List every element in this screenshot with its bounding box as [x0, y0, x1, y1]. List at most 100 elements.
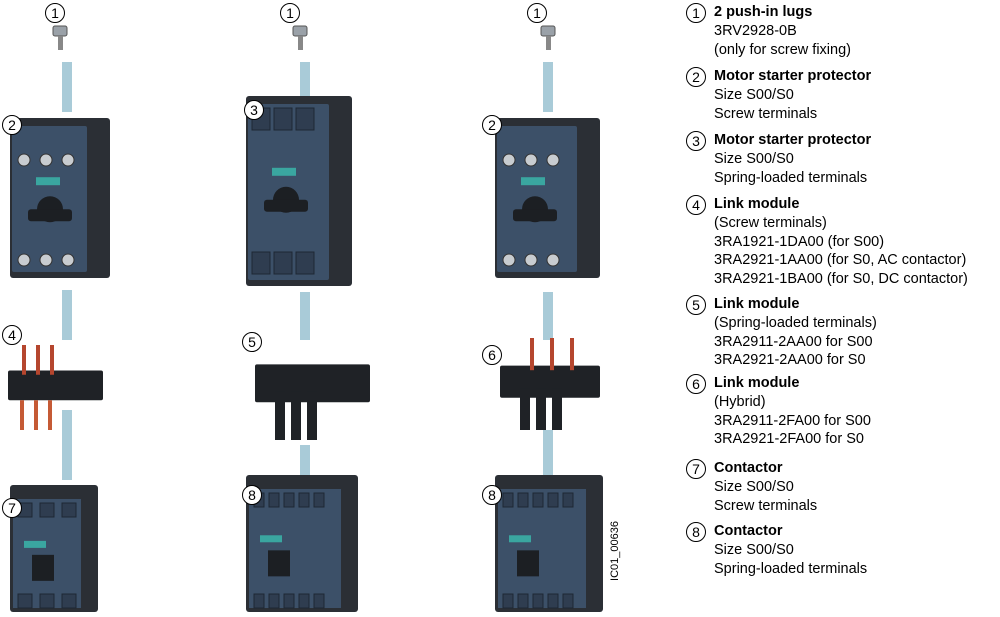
terminal-icon: [283, 593, 295, 609]
spring-terminal-icon: [295, 251, 315, 275]
siemens-logo: [260, 535, 282, 543]
rotary-knob-icon: [264, 199, 308, 212]
legend-text: 2 push-in lugs 3RV2928-0B (only for screw …: [714, 3, 851, 59]
siemens-logo: [24, 540, 46, 548]
link-leg: [520, 388, 530, 430]
legend-title: Link module: [714, 375, 800, 391]
terminal-icon: [61, 502, 77, 518]
terminal-icon: [268, 492, 280, 508]
legend-line: Screw terminals: [714, 105, 818, 122]
legend-line: 3RA1921-1DA00 (for S00): [714, 233, 885, 250]
callout-col1-2: 2: [2, 115, 22, 135]
link-leg: [552, 388, 562, 430]
push-in-lug-icon: [298, 36, 303, 50]
terminal-icon: [547, 492, 559, 508]
legend-line: Spring-loaded terminals: [714, 169, 868, 186]
connector-bar: [62, 62, 72, 112]
terminal-icon: [39, 502, 55, 518]
legend-line: Spring-loaded terminals: [714, 560, 868, 577]
screw-terminal-icon: [546, 153, 560, 167]
connector-bar: [543, 62, 553, 112]
callout-col1-1: 1: [45, 3, 65, 23]
connector-bar: [300, 292, 310, 340]
contactor-front: [498, 489, 586, 608]
terminal-icon: [547, 593, 559, 609]
legend-text: Link module (Screw terminals) 3RA1921-1DA0…: [714, 195, 968, 289]
legend-text: Link module(Spring-loaded terminals)3RA2…: [714, 295, 877, 370]
screw-terminal-icon: [502, 153, 516, 167]
terminal-icon: [268, 593, 280, 609]
legend-callout: 1: [686, 3, 706, 23]
connector-bar: [62, 290, 72, 340]
terminal-icon: [562, 593, 574, 609]
callout-col2-3: 3: [244, 100, 264, 120]
legend-line: 3RA2921-1AA00 (for S0, AC contactor): [714, 252, 967, 269]
legend-callout: 3: [686, 131, 706, 151]
legend-title: 2 push-in lugs: [714, 4, 813, 20]
legend-line: Size S00/S0: [714, 478, 794, 495]
legend-line: (Hybrid): [714, 393, 766, 410]
spring-terminal-icon: [273, 107, 293, 131]
terminal-icon: [313, 492, 325, 508]
terminal-icon: [562, 492, 574, 508]
link-pin: [50, 345, 54, 375]
push-in-lug-icon: [540, 25, 556, 37]
callout-col1-4: 4: [2, 325, 22, 345]
legend-title: Contactor: [714, 523, 783, 539]
spring-terminal-icon: [295, 107, 315, 131]
legend-line: Size S00/S0: [714, 541, 794, 558]
legend-text: Link module(Hybrid)3RA2911-2FA00 for S00…: [714, 374, 871, 449]
legend-line: (Spring-loaded terminals): [714, 314, 877, 331]
legend-line: Screw terminals: [714, 497, 818, 514]
callout-col2-8: 8: [242, 485, 262, 505]
figure-id: IC01_00636: [609, 521, 621, 581]
legend-line: 3RV2928-0B: [714, 22, 797, 39]
terminal-icon: [298, 492, 310, 508]
connector-bar: [543, 430, 553, 475]
siemens-logo: [521, 177, 545, 186]
contactor-slider: [517, 550, 539, 577]
legend-title: Contactor: [714, 460, 783, 476]
connector-bar: [300, 62, 310, 112]
terminal-icon: [17, 593, 33, 609]
legend-callout: 6: [686, 374, 706, 394]
screw-terminal-icon: [17, 153, 31, 167]
rotary-knob-icon: [28, 209, 72, 222]
link-leg: [307, 391, 317, 440]
screw-terminal-icon: [61, 253, 75, 267]
spring-terminal-icon: [273, 251, 293, 275]
terminal-icon: [517, 593, 529, 609]
callout-col2-5: 5: [242, 332, 262, 352]
legend-callout: 7: [686, 459, 706, 479]
link-pin: [550, 338, 554, 371]
connector-bar: [543, 292, 553, 340]
contactor-slider: [268, 550, 290, 577]
legend-line: 3RA2911-2AA00 for S00: [714, 333, 873, 350]
contactor-front: [249, 489, 341, 608]
callout-col3-8: 8: [482, 485, 502, 505]
link-pin: [570, 338, 574, 371]
contactor-slider: [32, 554, 54, 581]
screw-terminal-icon: [524, 153, 538, 167]
push-in-lug-icon: [58, 36, 63, 50]
siemens-logo: [272, 167, 296, 176]
legend-title: Link module: [714, 196, 800, 212]
link-leg: [275, 391, 285, 440]
legend-line: 3RA2921-1BA00 (for S0, DC contactor): [714, 271, 968, 288]
push-in-lug-icon: [292, 25, 308, 37]
screw-terminal-icon: [61, 153, 75, 167]
legend-line: (only for screw fixing): [714, 41, 851, 58]
legend-line: Size S00/S0: [714, 86, 794, 103]
legend-line: 3RA2921-2AA00 for S0: [714, 352, 866, 369]
connector-bar: [300, 445, 310, 475]
rotary-knob-icon: [513, 209, 557, 222]
screw-terminal-icon: [546, 253, 560, 267]
legend-title: Motor starter protector: [714, 68, 872, 84]
legend-line: (Screw terminals): [714, 214, 827, 231]
link-pin: [530, 338, 534, 371]
